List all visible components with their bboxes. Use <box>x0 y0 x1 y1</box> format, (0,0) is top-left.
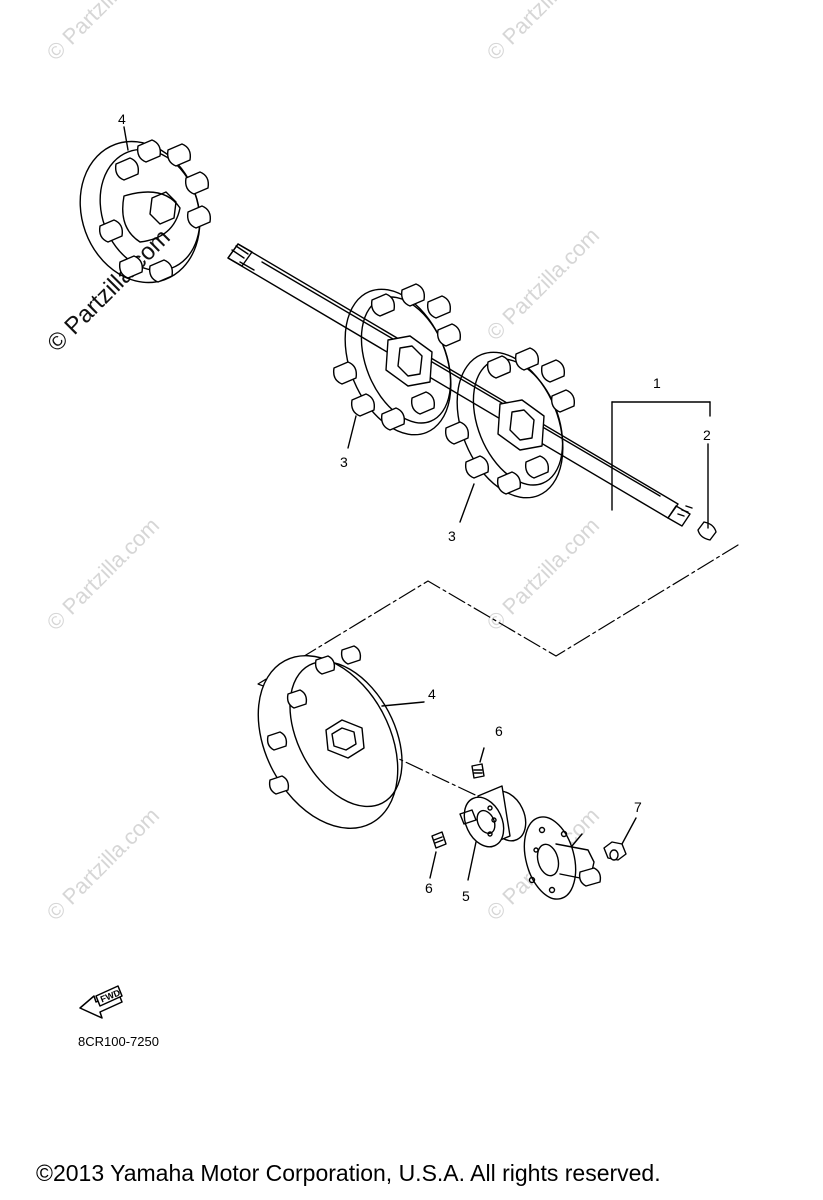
set-screw-6b <box>429 831 447 879</box>
hub-flange <box>523 816 602 900</box>
lower-sprocket-4 <box>257 645 425 829</box>
middle-sprocket-3a <box>332 283 462 449</box>
middle-sprocket-3b <box>444 347 576 523</box>
callout-3: 3 <box>448 528 456 544</box>
nut-7 <box>603 817 637 861</box>
callout-5: 5 <box>462 888 470 904</box>
diagram-code: 8CR100-7250 <box>78 1034 159 1049</box>
bearing-5 <box>459 785 527 881</box>
callout-6: 6 <box>495 723 503 739</box>
drive-shaft-1 <box>227 243 717 541</box>
set-screw-6a <box>471 747 485 779</box>
callout-4: 4 <box>118 111 126 127</box>
callout-2: 2 <box>703 427 711 443</box>
callout-1: 1 <box>653 375 661 391</box>
callout-6: 6 <box>425 880 433 896</box>
callout-3: 3 <box>340 454 348 470</box>
copyright-notice: ©2013 Yamaha Motor Corporation, U.S.A. A… <box>36 1160 661 1186</box>
upper-sprocket-4 <box>79 126 212 284</box>
callout-7: 7 <box>634 799 642 815</box>
callout-4: 4 <box>428 686 436 702</box>
fwd-arrow-icon <box>79 985 123 1019</box>
callout-bracket-1-2 <box>611 401 711 529</box>
